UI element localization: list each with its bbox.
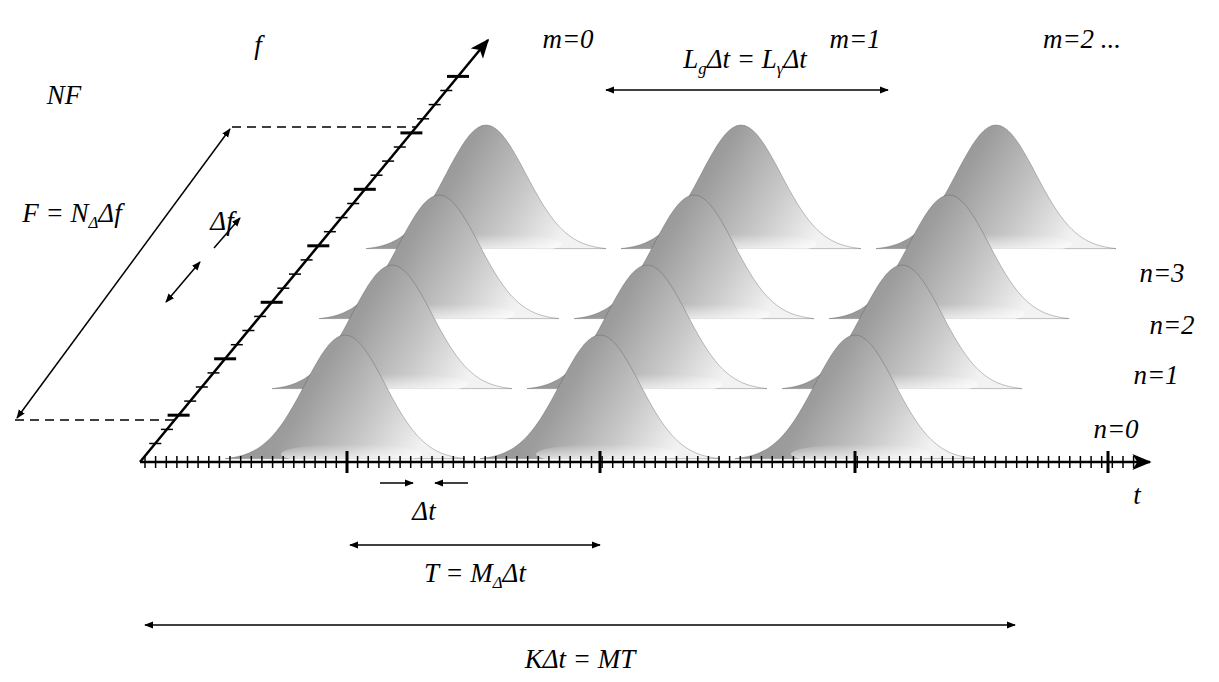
dimension-arrow <box>380 482 413 484</box>
column-index: m=1 <box>829 24 880 54</box>
column-index: m=2 ... <box>1043 24 1121 54</box>
dimension-label: Δt <box>503 558 526 588</box>
gaussian-atom <box>272 265 512 389</box>
dimension-arrow <box>145 624 1015 626</box>
dimension-arrow <box>435 482 468 484</box>
row-index: n=2 <box>1149 310 1194 340</box>
dimension-label: Δf <box>98 198 121 228</box>
axis-label: t <box>1133 480 1141 510</box>
dimension-label-group: Δt <box>412 497 435 527</box>
axis-label: f <box>254 30 262 60</box>
dimension-label-group: NF <box>47 81 82 111</box>
row-index-group: n=0 <box>1093 415 1138 445</box>
gaussian-atom <box>782 265 1022 389</box>
row-index: n=1 <box>1133 360 1178 390</box>
dimension-arrow <box>350 544 600 546</box>
row-index-group: n=1 <box>1133 361 1178 391</box>
dimension-label: Δf <box>210 206 233 236</box>
dimension-label: γ <box>777 59 784 78</box>
dimension-label-group: T = MΔΔt <box>424 559 526 592</box>
dimension-arrow <box>606 89 888 91</box>
gaussian-atoms <box>225 125 1116 464</box>
row-index: n=0 <box>1093 414 1138 444</box>
time-axis <box>140 461 1150 464</box>
dimension-label-group: LgΔt = LγΔt <box>683 45 806 78</box>
row-index-group: n=3 <box>1139 259 1184 289</box>
column-index-group: m=2 ... <box>1043 25 1121 55</box>
gaussian-atom <box>735 335 975 459</box>
dimension-label: g <box>698 59 706 78</box>
gaussian-atom <box>876 125 1116 249</box>
dimension-label: Δ <box>493 573 503 592</box>
dimension-label: Δt <box>783 44 806 74</box>
column-index-group: m=0 <box>542 25 593 55</box>
dimension-label: NF <box>47 80 82 110</box>
frequency-axis <box>140 40 488 462</box>
gaussian-atom <box>225 335 465 459</box>
dimension-label: F = N <box>22 198 88 228</box>
dimension-label: T = M <box>424 558 493 588</box>
dimension-label-group: KΔt = MT <box>525 645 636 675</box>
dashed-guide <box>232 126 416 128</box>
column-index: m=0 <box>542 24 593 54</box>
dimension-label: Δt = L <box>707 44 777 74</box>
gaussian-atom <box>829 195 1069 319</box>
dimension-arrow <box>166 262 200 302</box>
gaussian-atom <box>621 125 861 249</box>
dimension-label: L <box>683 44 698 74</box>
gaussian-atom <box>480 335 720 459</box>
dimension-arrow <box>17 129 230 418</box>
row-index-group: n=2 <box>1149 311 1194 341</box>
gaussian-atom <box>574 195 814 319</box>
dimension-label-group: F = NΔΔf <box>19 199 124 232</box>
axis-label-group: f <box>254 31 262 61</box>
gaussian-atom <box>527 265 767 389</box>
gaussian-atom <box>319 195 559 319</box>
dashed-guide <box>15 419 176 421</box>
dimension-label: Δt <box>412 496 435 526</box>
dimension-label: Δ <box>89 213 99 232</box>
column-index-group: m=1 <box>829 25 880 55</box>
row-index: n=3 <box>1139 258 1184 288</box>
dimension-label: KΔt = MT <box>525 644 636 674</box>
axis-label-group: t <box>1133 481 1141 511</box>
dimension-label-group: Δf <box>210 207 233 237</box>
